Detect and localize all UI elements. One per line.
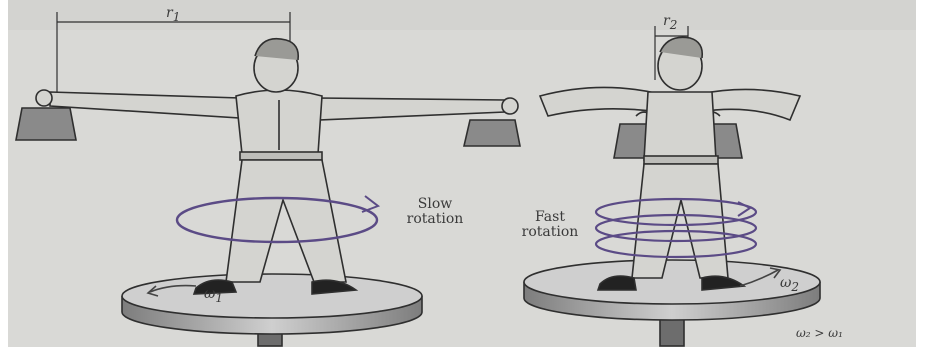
- omega-relation-label: ω₂ > ω₁: [796, 326, 843, 340]
- r2-label: r2: [663, 13, 678, 32]
- slow-rotation-label: Slow rotation: [406, 196, 464, 227]
- fast-rotation-label: Fast rotation: [521, 209, 579, 240]
- slow-rotation-figure: [15, 12, 521, 347]
- omega2-label: ω2: [780, 275, 800, 294]
- r1-label: r1: [166, 5, 181, 24]
- omega1-label: ω1: [204, 286, 224, 305]
- slow-rotation-arrow: [175, 195, 381, 244]
- fast-rotation-figure: [523, 26, 821, 347]
- r1-dimension: [56, 12, 291, 92]
- fast-rotation-arrows: [594, 197, 758, 259]
- omega1-arrow: [146, 284, 197, 297]
- right-platform: [523, 259, 821, 347]
- omega2-arrow: [739, 267, 782, 287]
